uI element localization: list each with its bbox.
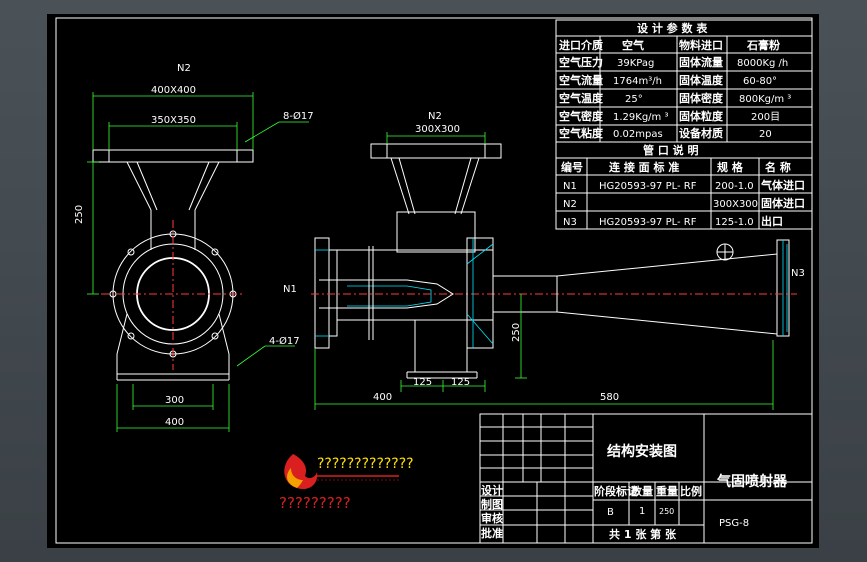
- param-label: 空气压力: [559, 55, 603, 69]
- param-value: 空气: [622, 38, 644, 52]
- nozzle-cell: N2: [563, 199, 577, 210]
- side-n2-label: N2: [428, 111, 442, 122]
- param-value: 0.02mpas: [613, 129, 663, 140]
- nozzle-table: 管 口 说 明 编号 连 接 面 标 准 规 格 名 称 N1 HG20593-…: [555, 141, 813, 230]
- drawing-canvas: N2 400X400 350X350 8-Ø17 250 4-Ø17 300 4…: [55, 17, 813, 544]
- nozzle-cell: N3: [563, 217, 577, 228]
- side-view: N2 300X300 N1 N3 250 125 125 400 580: [283, 111, 805, 410]
- param-label: 空气密度: [559, 109, 604, 123]
- front-holes-top: 8-Ø17: [283, 110, 314, 122]
- drawing-title: 结构安装图: [607, 443, 677, 460]
- tb-header: 重量: [656, 484, 678, 498]
- equipment-name: 气固喷射器: [716, 473, 788, 490]
- drawing-frame: [55, 17, 813, 544]
- param-label: 物料进口: [679, 38, 723, 52]
- param-value: 石膏粉: [746, 38, 780, 52]
- nozzle-cell: 125-1.0: [715, 217, 754, 228]
- param-value: 25°: [625, 94, 643, 105]
- nozzle-cell: N1: [563, 181, 577, 192]
- nozzle-table-title: 管 口 说 明: [643, 143, 699, 157]
- param-value: 1764m³/h: [613, 76, 662, 87]
- design-table-title: 设 计 参 数 表: [637, 21, 708, 35]
- nozzle-cell: 200-1.0: [715, 181, 754, 192]
- side-dim-400: 400: [373, 392, 392, 403]
- quantity-value: 1: [639, 506, 645, 517]
- nozzle-cell: 300X300: [713, 199, 758, 210]
- design-parameter-table: 设 计 参 数 表 进口介质 空气 物料进口 石膏粉 空气压力 39KPag 固…: [555, 19, 813, 143]
- param-label: 空气粘度: [559, 126, 604, 140]
- role-label: 制图: [481, 497, 503, 511]
- param-label: 固体温度: [679, 73, 724, 87]
- nozzle-cell: 气体进口: [760, 178, 805, 192]
- front-view: N2 400X400 350X350 8-Ø17 250 4-Ø17 300 4…: [74, 63, 314, 432]
- side-dim-580: 580: [600, 392, 619, 403]
- watermark-line1: ?????????????: [317, 456, 414, 472]
- nozzle-header: 名 称: [765, 160, 791, 174]
- param-value: 200目: [751, 112, 780, 123]
- nozzle-cell: 固体进口: [761, 196, 805, 210]
- nozzle-cell: HG20593-97 PL- RF: [599, 181, 697, 192]
- role-label: 设计: [481, 483, 503, 497]
- param-value: 60-80°: [743, 76, 777, 87]
- param-label: 空气流量: [559, 73, 603, 87]
- nozzle-header: 连 接 面 标 准: [609, 160, 679, 174]
- side-dim-125a: 125: [413, 377, 432, 388]
- side-n1-label: N1: [283, 284, 297, 295]
- front-dim-inner: 350X350: [151, 115, 196, 126]
- nozzle-header: 编号: [561, 160, 583, 174]
- role-label: 批准: [481, 526, 503, 540]
- watermark-logo: ????????????? ?????????: [279, 454, 414, 512]
- param-label: 设备材质: [679, 126, 723, 140]
- tb-header: 比例: [680, 484, 702, 498]
- param-label: 固体密度: [679, 91, 724, 105]
- front-dim-height: 250: [74, 205, 85, 224]
- param-label: 固体粒度: [679, 109, 724, 123]
- tb-header: 阶段标记: [594, 484, 638, 498]
- param-value: 800Kg/m ³: [739, 94, 791, 105]
- front-dim-outer: 400X400: [151, 85, 196, 96]
- front-n2-label: N2: [177, 63, 191, 74]
- drawing-number: PSG-8: [719, 518, 749, 529]
- param-value: 1.29Kg/m ³: [613, 112, 668, 123]
- side-dim-125b: 125: [451, 377, 470, 388]
- stage-value: B: [607, 507, 614, 518]
- param-label: 空气温度: [559, 91, 604, 105]
- side-n3-label: N3: [791, 268, 805, 279]
- nozzle-cell: HG20593-97 PL- RF: [599, 217, 697, 228]
- param-label: 固体流量: [679, 55, 723, 69]
- nozzle-header: 规 格: [717, 160, 744, 174]
- side-dim-inlet: 300X300: [415, 124, 460, 135]
- front-dim-400: 400: [165, 417, 184, 428]
- sheet-text: 共 1 张 第 张: [609, 527, 677, 541]
- param-value: 8000Kg /h: [737, 58, 788, 69]
- role-label: 审核: [481, 511, 503, 525]
- title-block: 结构安装图 气固喷射器 设计 制图 审核 批准 阶段标记 数量 重量 比例 B …: [479, 413, 813, 544]
- drawing-sheet: N2 400X400 350X350 8-Ø17 250 4-Ø17 300 4…: [47, 14, 819, 548]
- front-dim-300: 300: [165, 395, 184, 406]
- param-value: 39KPag: [617, 58, 654, 69]
- side-dim-250: 250: [511, 323, 522, 342]
- front-holes-base: 4-Ø17: [269, 335, 300, 347]
- nozzle-cell: 出口: [761, 214, 783, 228]
- tb-header: 数量: [631, 484, 653, 498]
- watermark-line2: ?????????: [279, 494, 351, 512]
- param-label: 进口介质: [559, 38, 603, 52]
- weight-value: 250: [659, 507, 674, 516]
- param-value: 20: [759, 129, 772, 140]
